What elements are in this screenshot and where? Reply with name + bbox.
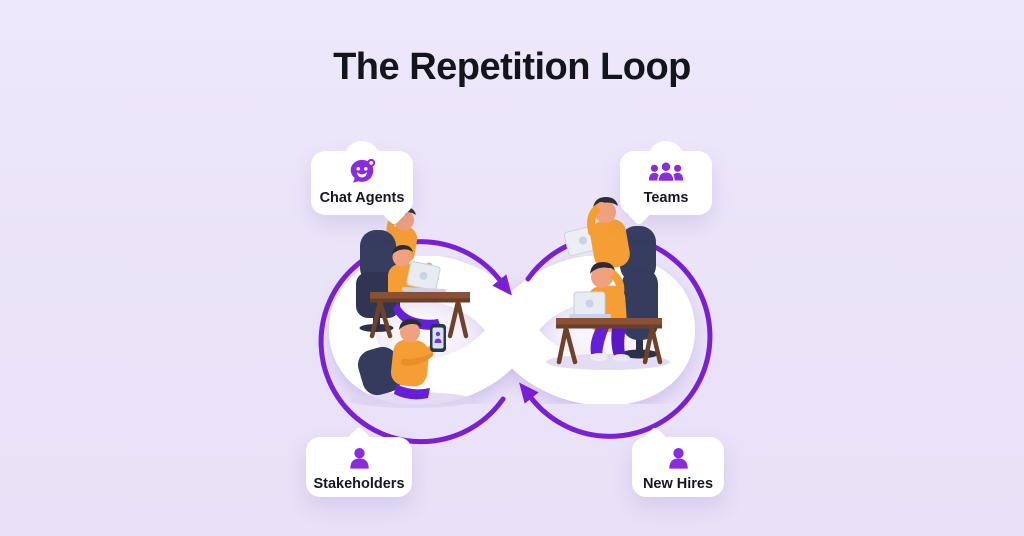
node-card-chat-agents: Chat Agents bbox=[311, 141, 413, 226]
desk bbox=[369, 292, 470, 339]
chat-smiley-icon bbox=[347, 156, 377, 188]
laptop bbox=[569, 291, 611, 319]
card-bump bbox=[648, 141, 684, 165]
node-label: Teams bbox=[643, 190, 689, 206]
person-icon bbox=[346, 442, 373, 474]
node-card-stakeholders: Stakeholders bbox=[306, 426, 412, 497]
node-label: New Hires bbox=[642, 476, 714, 492]
desk bbox=[556, 318, 663, 365]
node-label: Chat Agents bbox=[319, 190, 405, 206]
worker-holding-phone-bottom-left bbox=[357, 319, 446, 400]
smartphone bbox=[430, 324, 446, 352]
people-group-icon bbox=[647, 156, 685, 188]
node-card-new-hires: New Hires bbox=[632, 426, 724, 497]
node-label: Stakeholders bbox=[313, 476, 405, 492]
page-title: The Repetition Loop bbox=[333, 46, 691, 88]
worker-illustrations-right bbox=[546, 197, 670, 370]
person-icon bbox=[665, 442, 692, 474]
worker-illustrations-left bbox=[350, 207, 474, 408]
worker-at-desk-with-laptop-right bbox=[556, 262, 663, 365]
worker-leaning-with-laptop-top-right bbox=[563, 197, 656, 282]
left-flow-arrow bbox=[318, 239, 512, 445]
laptop bbox=[406, 261, 441, 291]
ground-shadow bbox=[350, 392, 474, 408]
node-card-teams: Teams bbox=[620, 141, 712, 226]
